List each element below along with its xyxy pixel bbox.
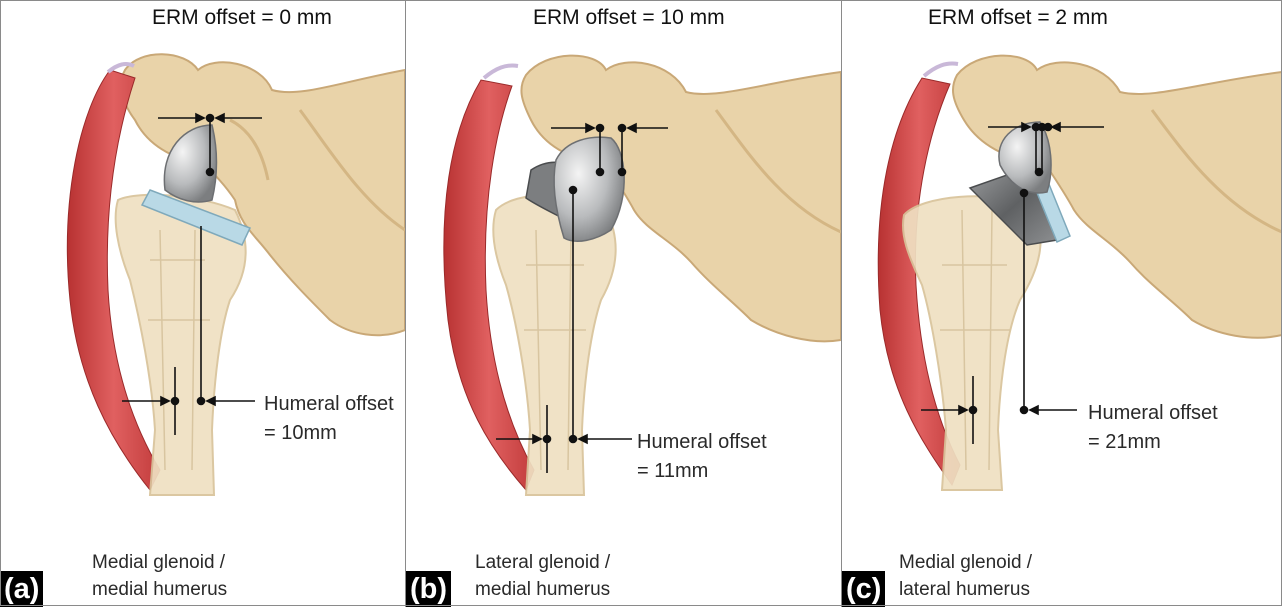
panel-caption: Medial glenoid / lateral humerus: [899, 549, 1032, 603]
humerus-bone: [903, 196, 1041, 490]
panel-c: ERM offset = 2 mm Humeral offset = 21mm …: [842, 0, 1282, 607]
panel-a-illustration: [0, 0, 405, 607]
humeral-offset-label: Humeral offset = 10mm: [264, 390, 394, 448]
panel-b: ERM offset = 10 mm Humeral offset = 11mm…: [406, 0, 841, 607]
panel-tag: (b): [406, 571, 451, 607]
erm-offset-title: ERM offset = 10 mm: [533, 6, 725, 30]
erm-offset-title: ERM offset = 2 mm: [928, 6, 1108, 30]
panel-tag: (a): [0, 571, 43, 607]
panel-tag: (c): [842, 571, 885, 607]
panel-b-illustration: [406, 0, 841, 607]
panel-caption: Lateral glenoid / medial humerus: [475, 549, 610, 603]
humeral-offset-label: Humeral offset = 21mm: [1088, 399, 1218, 457]
panel-caption: Medial glenoid / medial humerus: [92, 549, 227, 603]
glenosphere: [554, 137, 624, 241]
humeral-offset-label: Humeral offset = 11mm: [637, 428, 767, 486]
panel-c-illustration: [842, 0, 1282, 607]
erm-offset-title: ERM offset = 0 mm: [152, 6, 332, 30]
panel-a: ERM offset = 0 mm Humeral offset = 10mm …: [0, 0, 405, 607]
